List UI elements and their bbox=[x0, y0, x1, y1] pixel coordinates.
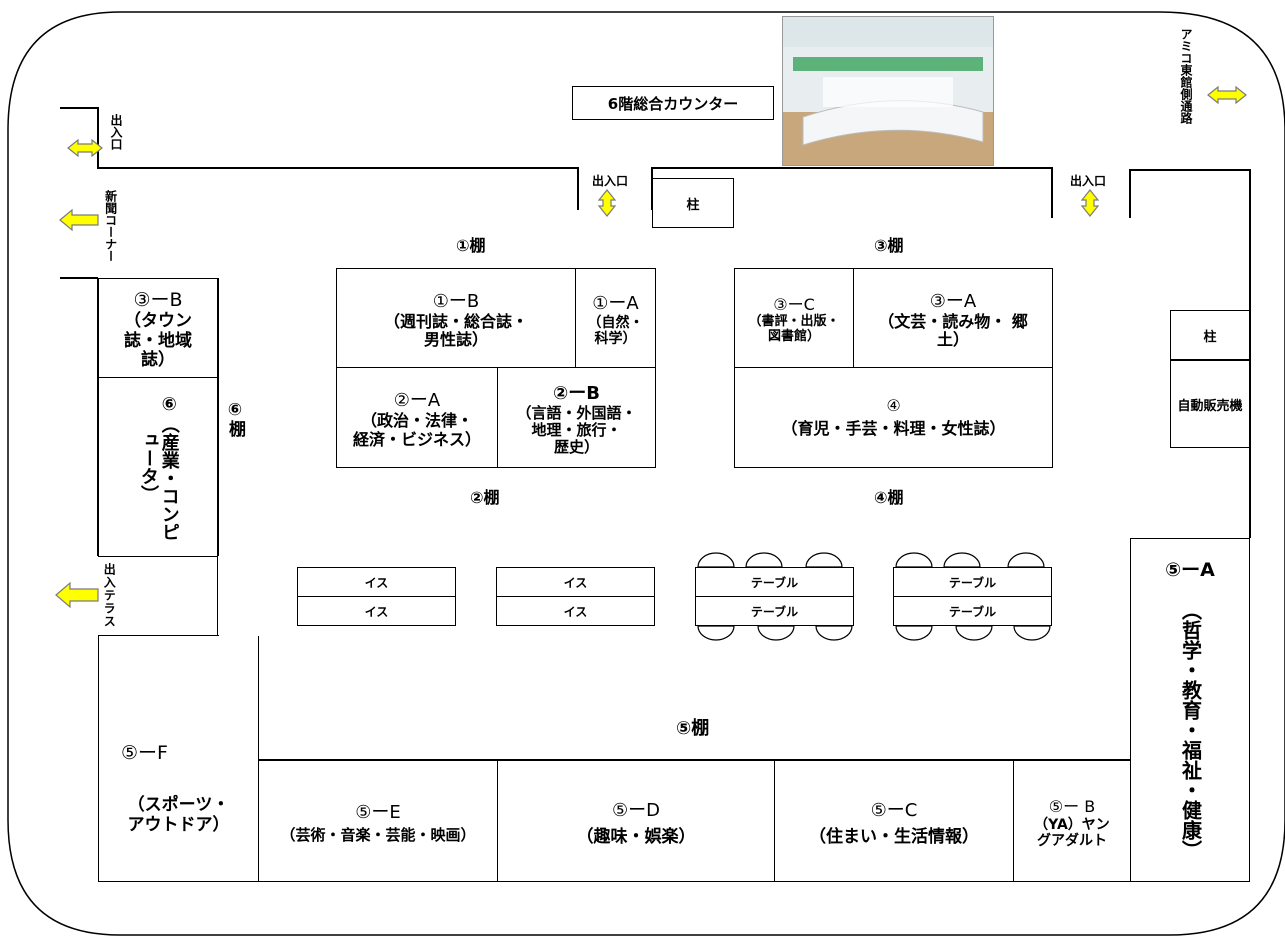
section-5c-desc: （住まい・生活情報） bbox=[809, 826, 979, 847]
section-5b-code: ⑤ー B bbox=[1048, 796, 1096, 816]
section-3b: ③ーB （タウン 誌・地域 誌） bbox=[98, 278, 218, 378]
section-5a-desc: （哲学・教育・福祉・健康） bbox=[1178, 600, 1203, 860]
section-5d-code: ⑤ーD bbox=[612, 799, 660, 821]
shelf-2-label: ②棚 bbox=[470, 488, 500, 507]
section-5f: ⑤ーF （スポーツ・ アウトドア） bbox=[98, 636, 259, 882]
section-5a: ⑤ーA （哲学・教育・福祉・健康） bbox=[1130, 538, 1250, 882]
section-2b-code: ②ーB bbox=[553, 382, 600, 404]
table: テーブル bbox=[695, 567, 854, 597]
section-4: ④ （育児・手芸・料理・女性誌） bbox=[734, 367, 1053, 468]
newspaper-corner-label: 新聞コーナー bbox=[103, 190, 118, 262]
amico-passage-label: アミコ東館側通路 bbox=[1179, 28, 1193, 124]
shelf-1-label: ①棚 bbox=[456, 236, 486, 255]
counter-photo-drawing bbox=[783, 17, 993, 165]
table: テーブル bbox=[893, 596, 1052, 626]
section-3b-code: ③ーB bbox=[133, 289, 183, 312]
section-1a: ①ーA （自然・ 科学） bbox=[575, 268, 656, 368]
section-6: ⑥（産業・コンピュータ） bbox=[98, 377, 218, 557]
section-4-code: ④ bbox=[886, 396, 901, 415]
vending-machine: 自動販売機 bbox=[1170, 360, 1250, 448]
section-6-text: ⑥（産業・コンピュータ） bbox=[137, 387, 180, 547]
chair: イス bbox=[297, 596, 456, 626]
section-3b-desc: （タウン 誌・地域 誌） bbox=[124, 311, 192, 371]
entrance-top-left: 出入口 bbox=[109, 114, 123, 150]
section-5d: ⑤ーD （趣味・娯楽） bbox=[497, 760, 775, 882]
counter-label: 6階総合カウンター bbox=[572, 86, 774, 120]
section-5b: ⑤ー B （YA）ヤン グアダルト bbox=[1013, 760, 1131, 882]
section-2a-code: ②ーA bbox=[393, 390, 441, 412]
chair: イス bbox=[496, 596, 655, 626]
counter-photo bbox=[782, 16, 994, 166]
section-5d-desc: （趣味・娯楽） bbox=[576, 826, 696, 847]
entrance-top-center: 出入口 bbox=[592, 174, 629, 188]
chair: イス bbox=[297, 567, 456, 597]
shelf-3-label: ③棚 bbox=[874, 236, 904, 255]
table: テーブル bbox=[893, 567, 1052, 597]
section-6-desc: （産業・コンピュータ） bbox=[138, 414, 180, 541]
section-5c-code: ⑤ーC bbox=[870, 799, 918, 821]
wall-top-left bbox=[60, 107, 579, 210]
section-3a-code: ③ーA bbox=[929, 290, 977, 312]
section-5e: ⑤ーE （芸術・音楽・芸能・映画） bbox=[258, 760, 498, 882]
table: テーブル bbox=[695, 596, 854, 626]
entrance-top-right: 出入口 bbox=[1070, 174, 1107, 188]
section-6-code: ⑥ bbox=[158, 393, 180, 415]
entrance-terrace: 出入テラス bbox=[98, 556, 218, 636]
section-3c-code: ③ーC bbox=[773, 295, 815, 315]
section-5f-desc: （スポーツ・ アウトドア） bbox=[127, 795, 230, 835]
chair: イス bbox=[496, 567, 655, 597]
section-3a: ③ーA （文芸・読み物・ 郷 土） bbox=[853, 268, 1053, 368]
section-2b-desc: （言語・外国語・ 地理・旅行・ 歴史） bbox=[516, 403, 637, 457]
wall-top-right bbox=[1129, 169, 1251, 538]
section-3c: ③ーC （書評・出版・ 図書館） bbox=[734, 268, 854, 368]
section-1a-desc: （自然・ 科学） bbox=[587, 314, 644, 347]
section-2b: ②ーB （言語・外国語・ 地理・旅行・ 歴史） bbox=[497, 367, 656, 468]
section-5e-code: ⑤ーE bbox=[355, 801, 401, 823]
shelf-4-label: ④棚 bbox=[874, 488, 904, 507]
shelf-5-label: ⑤棚 bbox=[676, 718, 710, 739]
section-2a-desc: （政治・法律・ 経済・ビジネス） bbox=[352, 411, 481, 449]
section-1b: ①ーB （週刊誌・総合誌・ 男性誌） bbox=[336, 268, 576, 368]
section-4-desc: （育児・手芸・料理・女性誌） bbox=[781, 419, 1006, 438]
section-5f-code: ⑤ーF bbox=[121, 742, 168, 764]
section-2a: ②ーA （政治・法律・ 経済・ビジネス） bbox=[336, 367, 498, 468]
shelf-6-label: ⑥棚 bbox=[225, 400, 245, 437]
section-5b-desc: （YA）ヤン グアダルト bbox=[1034, 816, 1110, 849]
pillar-top: 柱 bbox=[652, 178, 734, 228]
section-3c-desc: （書評・出版・ 図書館） bbox=[748, 314, 840, 344]
section-5c: ⑤ーC （住まい・生活情報） bbox=[774, 760, 1014, 882]
section-3a-desc: （文芸・読み物・ 郷 土） bbox=[878, 311, 1028, 349]
entrance-terrace-text: 出入テラス bbox=[102, 563, 117, 628]
outer-boundary bbox=[7, 11, 1285, 936]
section-5e-desc: （芸術・音楽・芸能・映画） bbox=[280, 825, 476, 844]
pillar-right: 柱 bbox=[1170, 310, 1250, 360]
section-1b-code: ①ーB bbox=[432, 290, 480, 312]
section-1a-code: ①ーA bbox=[592, 292, 639, 314]
section-1b-desc: （週刊誌・総合誌・ 男性誌） bbox=[383, 311, 528, 349]
section-5a-code: ⑤ーA bbox=[1165, 559, 1215, 581]
